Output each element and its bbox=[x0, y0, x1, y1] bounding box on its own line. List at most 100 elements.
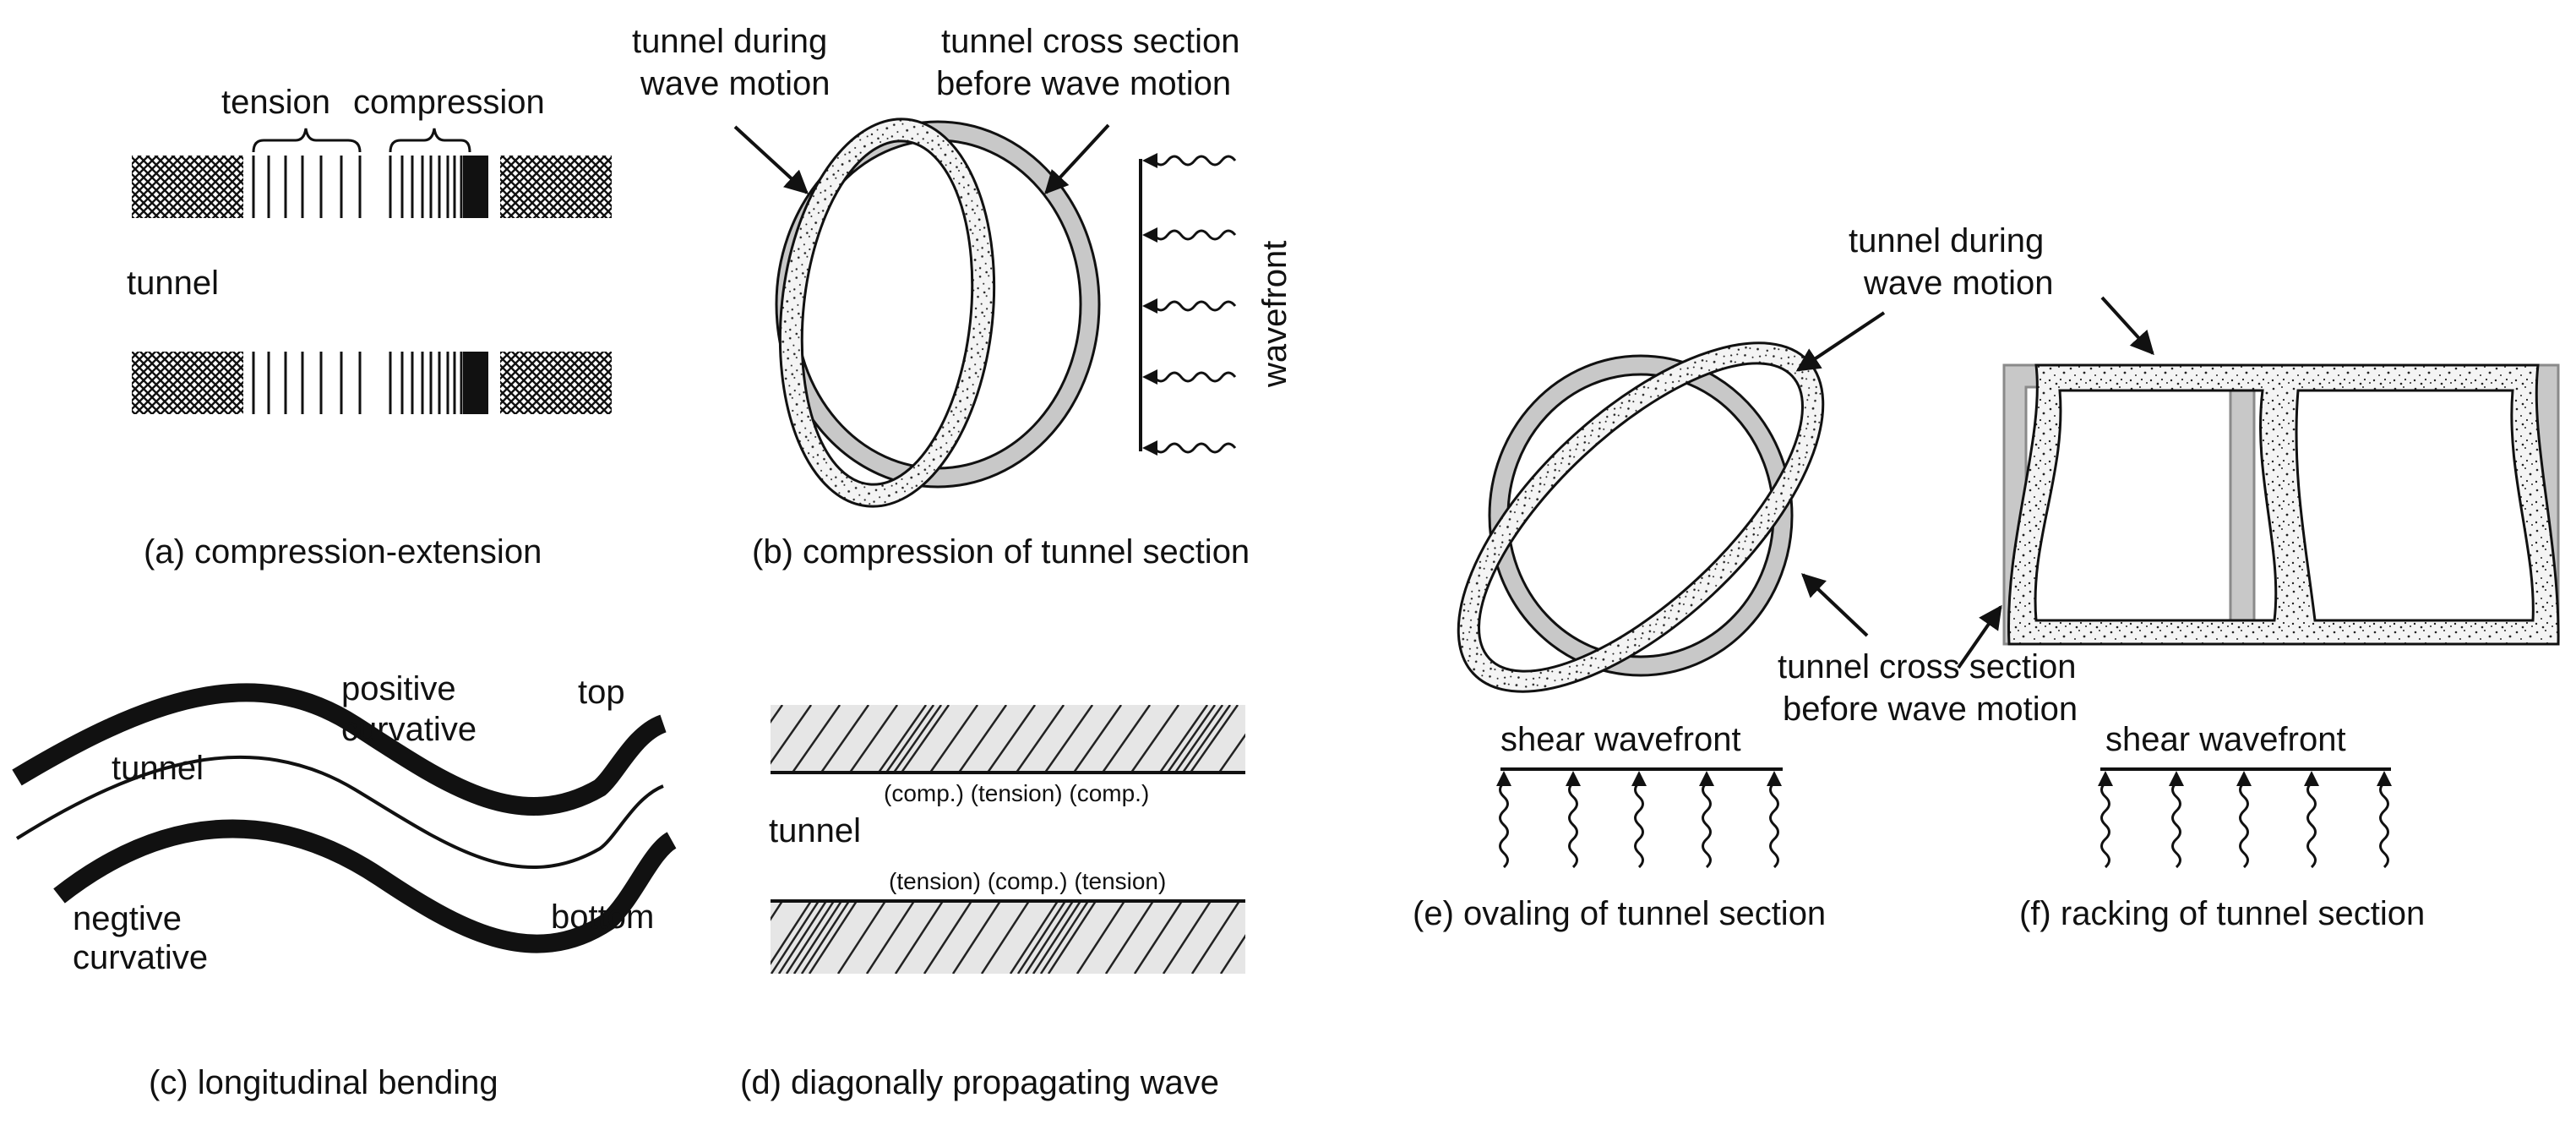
diagonal-wave-line bbox=[894, 901, 945, 974]
panel-a: tension compression tunnel (a) compressi… bbox=[127, 84, 612, 571]
tunnel-label: tunnel bbox=[127, 265, 219, 302]
soil-band-top bbox=[771, 705, 1245, 773]
ring-during-motion bbox=[780, 118, 994, 507]
diagonal-wave-line bbox=[1039, 901, 1090, 974]
caption-b: (b) compression of tunnel section bbox=[752, 533, 1250, 571]
shear-wave-squiggle bbox=[2100, 781, 2110, 869]
top-label: top bbox=[578, 674, 625, 711]
wavefront-waves bbox=[1142, 153, 1237, 456]
compression-zone-bottom bbox=[463, 352, 488, 414]
label-before-e-1: tunnel cross section bbox=[1778, 648, 2077, 685]
compression-label: compression bbox=[353, 84, 545, 121]
label-during-e-2: wave motion bbox=[1863, 265, 2054, 302]
wave-arrowhead bbox=[1142, 369, 1157, 385]
shear-waves-f bbox=[2098, 771, 2392, 869]
arrow-to-box-before bbox=[1957, 604, 2002, 669]
diagonal-wave-line bbox=[1174, 705, 1224, 773]
soil-block-left-bottom bbox=[132, 352, 243, 414]
label-during-1: tunnel during bbox=[632, 23, 827, 60]
negative-curvature-label-1: negtive bbox=[73, 900, 182, 937]
diagonal-wave-line bbox=[791, 705, 841, 773]
shear-waves-e bbox=[1496, 771, 1782, 869]
diagonal-wave-line bbox=[848, 705, 899, 773]
shear-wave-squiggle bbox=[1702, 781, 1712, 869]
diagonal-wave-line bbox=[1015, 705, 1065, 773]
tunnel-wall-stripes-top bbox=[252, 156, 463, 218]
shear-wave-squiggle bbox=[1499, 781, 1509, 869]
oval-ring-before-edge-inner bbox=[1506, 373, 1775, 658]
shear-wave-squiggle bbox=[1769, 781, 1779, 869]
oval-ring-during-edge-inner bbox=[1478, 362, 1804, 673]
diagonal-wave-line bbox=[1043, 705, 1094, 773]
diagonal-wave-line bbox=[1130, 705, 1180, 773]
diagonal-wave-line bbox=[1032, 901, 1082, 974]
arrow-to-during-ring bbox=[733, 125, 809, 194]
arrow-to-racked-box bbox=[2100, 296, 2154, 356]
diagonal-wave-line bbox=[771, 705, 784, 724]
diagonal-wave-line bbox=[980, 901, 1031, 974]
wave-squiggle bbox=[1152, 371, 1237, 383]
diagonal-wave-lines-top bbox=[771, 705, 1245, 773]
tension-brace bbox=[252, 128, 362, 153]
caption-a: (a) compression-extension bbox=[144, 533, 542, 571]
bottom-label: bottom bbox=[551, 898, 654, 936]
arrow-to-before-ring bbox=[1044, 123, 1110, 195]
label-during-2: wave motion bbox=[640, 65, 831, 102]
panel-b: tunnel during wave motion tunnel cross s… bbox=[632, 23, 1293, 571]
box-during-racked bbox=[2007, 363, 2560, 646]
diagonal-wave-line bbox=[1217, 733, 1245, 773]
diagonal-wave-line bbox=[1101, 705, 1152, 773]
shear-wave-arrowhead bbox=[2098, 771, 2113, 786]
wavefront-label: wavefront bbox=[1256, 241, 1293, 388]
soil-block-right-top bbox=[500, 156, 612, 218]
tunnel-bottom-wall bbox=[53, 819, 678, 953]
wave-arrowhead bbox=[1142, 227, 1157, 243]
diagonal-wave-line bbox=[777, 901, 828, 974]
wave-squiggle bbox=[1152, 229, 1237, 241]
diagonal-wave-line bbox=[1024, 901, 1075, 974]
wave-arrowhead bbox=[1142, 298, 1157, 314]
shear-wave-squiggle bbox=[2379, 781, 2389, 869]
bottom-zone-labels: (tension) (comp.) (tension) bbox=[889, 868, 1166, 894]
diagonal-wave-line bbox=[865, 901, 916, 974]
compression-zone-top bbox=[463, 156, 488, 218]
ring-during-motion-edge-inner bbox=[800, 139, 974, 486]
oval-ring-before bbox=[1490, 356, 1792, 675]
caption-d: (d) diagonally propagating wave bbox=[740, 1064, 1219, 1101]
shear-wave-arrowhead bbox=[2236, 771, 2252, 786]
diagonal-wave-line bbox=[986, 705, 1037, 773]
diagonal-wave-line bbox=[957, 705, 1008, 773]
shear-wave-squiggle bbox=[2239, 781, 2249, 869]
diagonal-wave-line bbox=[1181, 705, 1232, 773]
diagonal-wave-line bbox=[900, 705, 950, 773]
diagonal-wave-line bbox=[1250, 901, 1297, 974]
shear-wave-arrowhead bbox=[2169, 771, 2184, 786]
diagonal-wave-line bbox=[771, 901, 813, 966]
label-before-2: before wave motion bbox=[936, 65, 1231, 102]
wave-squiggle bbox=[1152, 300, 1237, 312]
shear-wave-arrowhead bbox=[1496, 771, 1511, 786]
diagonal-wave-line bbox=[1072, 705, 1123, 773]
shear-wave-arrowhead bbox=[2304, 771, 2319, 786]
diagonal-wave-line bbox=[1190, 901, 1241, 974]
diagonal-wave-line bbox=[1219, 934, 1245, 974]
oval-ring-before-edge-outer bbox=[1488, 354, 1794, 677]
tunnel-label-d: tunnel bbox=[769, 812, 861, 849]
diagonal-wave-line bbox=[800, 901, 851, 974]
diagonal-wave-line bbox=[785, 901, 836, 974]
panel-d: (comp.) (tension) (comp.) tunnel (tensio… bbox=[740, 705, 1297, 1101]
diagonal-wave-line bbox=[1016, 901, 1067, 974]
diagonal-wave-line bbox=[892, 705, 943, 773]
diagonal-wave-line bbox=[1076, 901, 1126, 974]
shear-wave-arrowhead bbox=[1767, 771, 1782, 786]
tension-label: tension bbox=[221, 84, 330, 121]
positive-curvature-label-2: curvative bbox=[341, 711, 477, 748]
shear-wave-arrowhead bbox=[1631, 771, 1647, 786]
diagonal-wave-line bbox=[1047, 901, 1097, 974]
wave-squiggle bbox=[1152, 155, 1237, 167]
diagonal-wave-lines-bottom bbox=[771, 901, 1297, 974]
tunnel-label-c: tunnel bbox=[112, 750, 204, 787]
diagonal-wave-line bbox=[885, 705, 935, 773]
top-zone-labels: (comp.) (tension) (comp.) bbox=[884, 780, 1149, 806]
